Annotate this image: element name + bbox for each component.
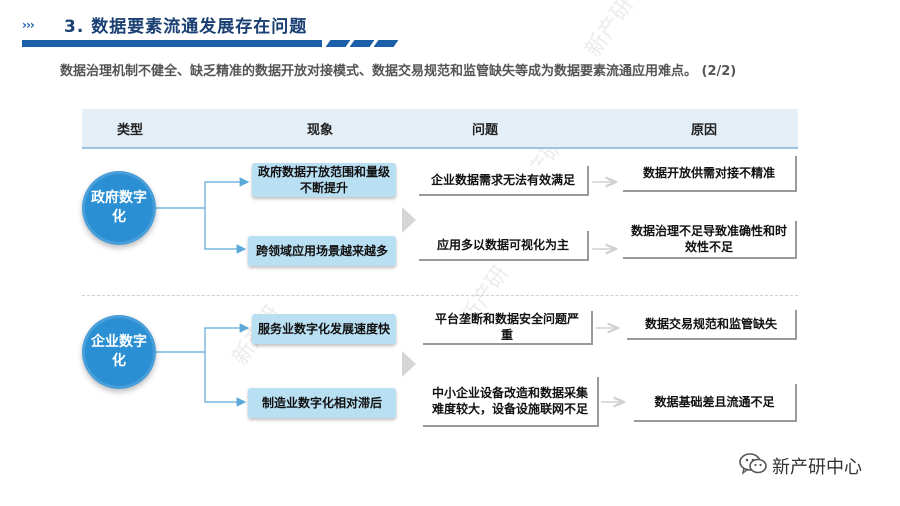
column-header-problem: 问题 [471,123,499,138]
grey-chevron [402,351,416,377]
type-circle-enterprise: 企业数字化 [82,315,156,389]
cause-box: 数据治理不足导致准确性和时效性不足 [623,221,797,259]
column-header-cause: 原因 [690,123,718,138]
wechat-icon [739,453,767,475]
column-header-phenomenon: 现象 [306,123,334,138]
branch-government [156,177,250,254]
cause-box: 数据开放供需对接不精准 [623,156,797,192]
problem-box: 应用多以数据可视化为主 [419,231,589,261]
phenomenon-box: 服务业数字化发展速度快 [252,314,396,344]
chevrons-icon: ››› [22,18,35,32]
footer-brand: 新产研中心 [772,457,862,478]
type-circle-government: 政府数字化 [82,171,156,245]
cause-box: 数据交易规范和监管缺失 [627,310,797,340]
phenomenon-box: 制造业数字化相对滞后 [248,388,396,418]
page-subtitle: 数据治理机制不健全、缺乏精准的数据开放对接模式、数据交易规范和监管缺失等成为数据… [60,64,737,79]
grey-chevron [402,207,416,233]
column-header-type: 类型 [116,123,144,138]
problem-box: 平台垄断和数据安全问题严重 [423,311,593,345]
table-header: 类型 现象 问题 原因 [82,109,798,149]
phenomenon-box: 政府数据开放范围和量级不断提升 [252,163,396,197]
branch-enterprise [156,323,250,407]
problem-box: 企业数据需求无法有效满足 [419,166,589,196]
title-underline [22,40,322,47]
phenomenon-box: 跨领域应用场景越来越多 [248,236,396,266]
problem-box: 中小企业设备改造和数据采集难度较大，设备设施联网不足 [423,377,599,427]
group-divider [82,295,798,296]
cause-box: 数据基础差且流通不足 [634,384,797,422]
page-title: 3. 数据要素流通发展存在问题 [64,17,308,37]
